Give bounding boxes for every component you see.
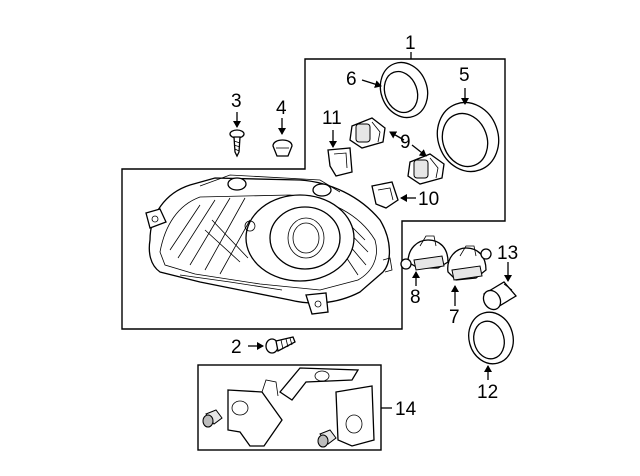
headlamp-housing [145, 174, 393, 315]
bracket-kit-parts [202, 367, 375, 448]
callout-13: 13 [497, 243, 518, 264]
push-pin [272, 139, 293, 157]
assembly-outline-box [121, 58, 506, 330]
callout-9: 9 [400, 132, 411, 153]
callout-14: 14 [395, 399, 417, 420]
callout-10: 10 [418, 189, 439, 210]
wedge-bulb [482, 281, 517, 311]
callout-7: 7 [449, 307, 460, 328]
callout-6: 6 [346, 69, 357, 90]
callout-12: 12 [477, 382, 498, 403]
headlamp-cap-large [436, 101, 500, 173]
callout-3: 3 [231, 91, 242, 112]
callout-1: 1 [405, 33, 416, 54]
callout-8: 8 [410, 287, 421, 308]
halogen-bulb-8 [400, 235, 449, 271]
callout-2: 2 [231, 337, 242, 358]
callout-11: 11 [322, 108, 342, 129]
bulb-socket-lower [407, 153, 445, 185]
screw-small [229, 129, 245, 158]
bulb-socket-upper [349, 117, 386, 149]
halogen-bulb-7 [447, 245, 492, 281]
seal-ring-small [379, 61, 429, 119]
connector-clip-lower [371, 181, 399, 209]
screw-large [265, 336, 296, 354]
callout-5: 5 [459, 65, 470, 86]
callout-4: 4 [276, 98, 287, 119]
connector-clip-upper [327, 147, 353, 177]
seal-ring-12 [468, 311, 514, 365]
